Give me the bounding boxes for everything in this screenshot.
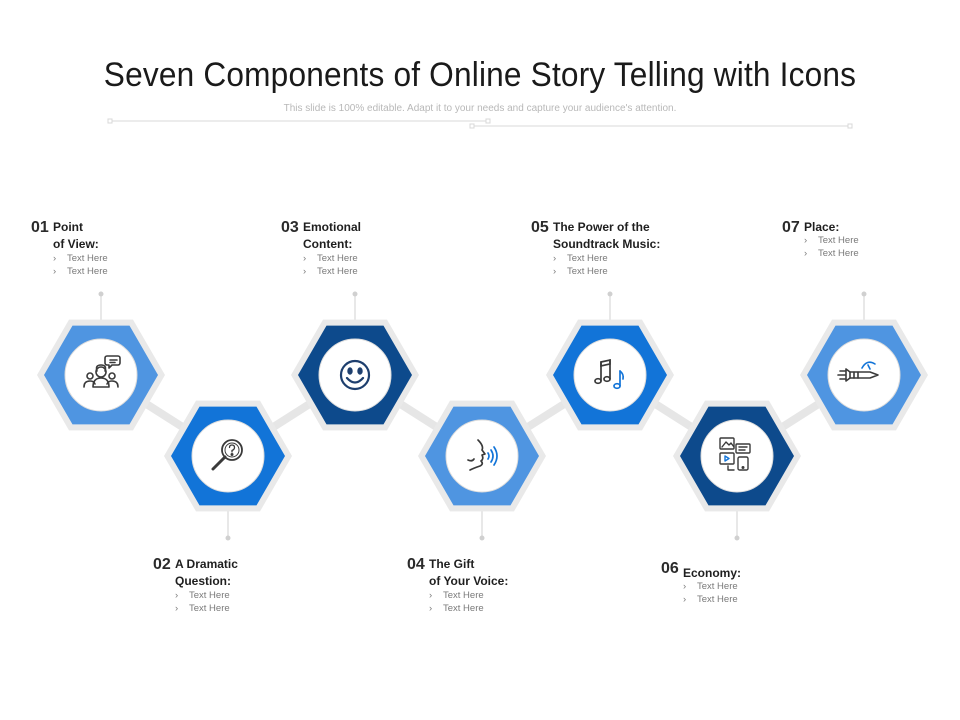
pointer-lines (98, 291, 867, 541)
step-number: 02 (153, 556, 171, 573)
music-notes-icon (594, 358, 625, 390)
presenter-with-chat-icon (83, 355, 121, 388)
bullet-item: Text Here (53, 266, 108, 279)
hexagon-node-07 (800, 319, 928, 431)
bullet-item: Text Here (429, 603, 484, 616)
step-bullets: Text Here Text Here (53, 253, 108, 278)
step-heading: Emotional Content: (303, 220, 362, 251)
speaking-voice-icon (467, 439, 498, 471)
bullet-item: Text Here (804, 235, 859, 248)
bullet-item: Text Here (429, 590, 484, 603)
step-bullets: Text Here Text Here (303, 253, 358, 278)
bullet-item: Text Here (303, 266, 358, 279)
step-bullets: Text Here Text Here (175, 590, 230, 615)
magnifier-question-icon (211, 439, 243, 471)
step-heading: Point of View: (53, 220, 99, 251)
step-heading: Economy: (683, 566, 742, 580)
step-number: 01 (31, 219, 49, 236)
step-heading: Place: (804, 220, 840, 234)
step-bullets: Text Here Text Here (683, 581, 738, 606)
icon-circle (827, 338, 901, 412)
step-heading: The Power of the Soundtrack Music: (553, 220, 661, 251)
step-number: 05 (531, 219, 549, 236)
smiley-face-icon (339, 359, 371, 391)
hexagon-node-01 (37, 319, 165, 431)
media-devices-icon (719, 437, 751, 471)
bullet-item: Text Here (175, 590, 230, 603)
bullet-item: Text Here (303, 253, 358, 266)
bullet-item: Text Here (553, 253, 608, 266)
page-subtitle: This slide is 100% editable. Adapt it to… (283, 103, 677, 114)
step-bullets: Text Here Text Here (429, 590, 484, 615)
icon-circle (64, 338, 138, 412)
title-underline (107, 118, 853, 129)
step-number: 03 (281, 219, 299, 236)
hexagon-nodes (37, 319, 928, 512)
icon-circle (700, 419, 774, 493)
page-title: Seven Components of Online Story Telling… (103, 56, 857, 94)
hexagon-node-06 (673, 400, 801, 512)
rocket-speedometer-icon (837, 361, 879, 382)
hexagon-node-03 (291, 319, 419, 431)
step-number: 06 (661, 560, 679, 577)
bullet-item: Text Here (683, 594, 738, 607)
step-number: 07 (782, 219, 800, 236)
step-heading: The Gift of Your Voice: (429, 557, 509, 588)
bullet-item: Text Here (175, 603, 230, 616)
step-bullets: Text Here Text Here (553, 253, 608, 278)
bullet-item: Text Here (683, 581, 738, 594)
step-number: 04 (407, 556, 425, 573)
step-heading: A Dramatic Question: (175, 557, 238, 588)
step-bullets: Text Here Text Here (804, 235, 859, 260)
icon-circle (318, 338, 392, 412)
bullet-item: Text Here (804, 248, 859, 261)
bullet-item: Text Here (553, 266, 608, 279)
bullet-item: Text Here (53, 253, 108, 266)
